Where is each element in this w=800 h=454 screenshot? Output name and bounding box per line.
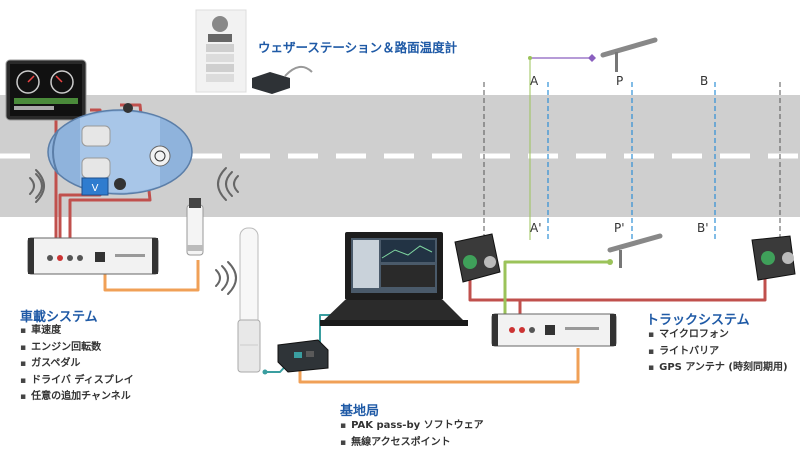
list-item: 無線アクセスポイント [340, 435, 484, 452]
lane-label-a: A [530, 74, 539, 88]
wireless-wave-icon [29, 169, 45, 203]
microphone-icon [607, 233, 663, 268]
track-system-list: マイクロフォン ライトバリア GPS アンテナ (時刻同期用) [648, 327, 788, 377]
track-daq-unit [491, 313, 617, 347]
weather-station-title: ウェザーステーション＆路面温度計 [258, 40, 458, 55]
lane-label-p: P [616, 74, 623, 88]
driver-display [5, 59, 87, 121]
lane-label-a-prime: A' [530, 221, 542, 235]
light-barrier-left [454, 233, 501, 283]
access-point-box [277, 339, 329, 373]
track-system-title: トラックシステム [646, 313, 750, 328]
cable-node [607, 259, 613, 265]
list-item: ガスペダル [20, 356, 134, 373]
microphone-icon [600, 37, 658, 72]
lane-lines [483, 60, 781, 240]
list-item: 車速度 [20, 323, 134, 340]
list-item: エンジン回転数 [20, 340, 134, 357]
weather-station [195, 9, 247, 93]
cable-node [262, 369, 268, 375]
vehicle-box-label: V [92, 183, 99, 194]
laptop [320, 232, 468, 326]
vehicle-system-title: 車載システム [20, 310, 98, 325]
light-barrier-right [751, 235, 796, 281]
vehicle-system-list: 車速度 エンジン回転数 ガスペダル ドライバ ディスプレイ 任意の追加チャンネル [20, 323, 134, 406]
list-item: ライトバリア [648, 344, 788, 361]
list-item: PAK pass-by ソフトウェア [340, 418, 484, 435]
list-item: マイクロフォン [648, 327, 788, 344]
cable-node [588, 54, 596, 62]
wireless-wave-icon [215, 261, 237, 295]
vehicle-daq-unit [27, 237, 159, 275]
road-temperature-sensor [252, 65, 313, 94]
list-item: GPS アンテナ (時刻同期用) [648, 360, 787, 377]
lane-label-b-prime: B' [697, 221, 709, 235]
vehicle-interface-box: V [81, 177, 109, 196]
list-item: ドライバ ディスプレイ [20, 373, 134, 390]
base-station-title: 基地局 [340, 404, 380, 419]
lane-label-p-prime: P' [614, 221, 625, 235]
gps-antenna-small [186, 198, 204, 256]
wireless-access-antenna [237, 227, 261, 373]
cable-node [528, 56, 532, 60]
lane-label-b: B [700, 74, 708, 88]
test-vehicle [47, 103, 193, 195]
list-item: 任意の追加チャンネル [20, 389, 134, 406]
wireless-wave-icon [217, 167, 239, 201]
base-station-list: PAK pass-by ソフトウェア 無線アクセスポイント [340, 418, 484, 451]
